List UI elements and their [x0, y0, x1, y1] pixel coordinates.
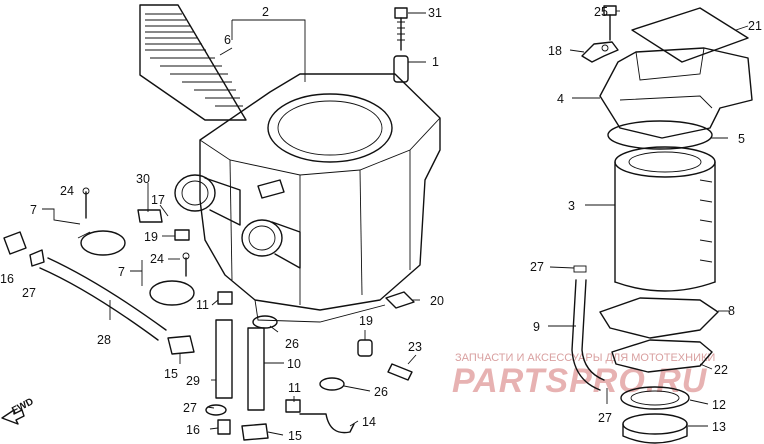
tube-10	[247, 327, 265, 411]
callout-16b: 16	[186, 423, 200, 437]
clip-27b	[205, 404, 227, 416]
bolt-24a	[82, 187, 90, 219]
tube-9	[571, 265, 605, 391]
callout-28: 28	[97, 333, 111, 347]
plug-19b	[357, 339, 373, 357]
cap-16b	[217, 419, 231, 435]
ring-12	[620, 386, 690, 410]
air-cleaner-case	[174, 73, 441, 323]
callout-9: 9	[533, 320, 540, 334]
callout-22: 22	[714, 363, 728, 377]
callout-27c: 27	[183, 401, 197, 415]
bolt-24b	[182, 252, 190, 277]
clip-18	[581, 41, 619, 63]
callout-11b: 11	[288, 381, 301, 395]
clamp-11a	[217, 291, 233, 305]
callout-27a: 27	[22, 286, 36, 300]
plate-22	[611, 339, 713, 373]
screw-23	[387, 363, 413, 381]
grommet-20	[385, 291, 415, 309]
callout-7a: 7	[30, 203, 37, 217]
cap-13	[622, 413, 688, 444]
callout-6: 6	[224, 33, 231, 47]
callout-24b: 24	[150, 252, 164, 266]
clip-30	[137, 209, 163, 223]
band-7a	[77, 230, 126, 256]
callout-15a: 15	[164, 367, 178, 381]
air-guide-plate	[139, 4, 247, 121]
callout-23: 23	[408, 340, 422, 354]
callout-26b: 26	[374, 385, 388, 399]
seal-ring-5	[607, 120, 713, 150]
hose-28	[39, 257, 167, 341]
callout-12: 12	[712, 398, 726, 412]
callout-21: 21	[748, 19, 762, 33]
filter-cover-4	[599, 47, 753, 139]
callout-27b: 27	[530, 260, 544, 274]
callout-20: 20	[430, 294, 444, 308]
callout-31: 31	[428, 6, 442, 20]
clip-27a	[29, 249, 45, 267]
plug-19a	[174, 229, 190, 241]
callout-19a: 19	[144, 230, 158, 244]
watermark-caption: ЗАПЧАСТИ И АКСЕССУАРЫ ДЛЯ МОТОТЕХНИКИ	[455, 352, 715, 364]
bolt-31	[394, 7, 408, 51]
callout-19b: 19	[359, 314, 373, 328]
seal-sheet-21	[631, 7, 749, 63]
callout-11a: 11	[196, 298, 209, 312]
clamp-15a	[167, 335, 195, 355]
callout-7b: 7	[118, 265, 125, 279]
leader-lines	[42, 10, 749, 436]
tube-29	[215, 319, 233, 399]
hose-14	[299, 413, 355, 434]
callout-18: 18	[548, 44, 562, 58]
callout-29: 29	[186, 374, 200, 388]
callout-27d: 27	[598, 411, 612, 425]
band-7b	[149, 280, 195, 306]
bolt-25	[603, 5, 617, 41]
plate-8	[599, 297, 719, 339]
callout-25: 25	[594, 5, 608, 19]
clamp-11b	[285, 399, 301, 413]
callout-16a: 16	[0, 272, 14, 286]
callout-3: 3	[568, 199, 575, 213]
clamp-15b	[241, 423, 269, 441]
callout-1: 1	[432, 55, 439, 69]
cap-16a	[3, 231, 27, 255]
callout-labels: 2 31 6 1 25 21 18 4 5 3 30 17 24 7 19 16…	[0, 5, 762, 443]
callout-13: 13	[712, 420, 726, 434]
callout-17: 17	[151, 193, 165, 207]
callout-10: 10	[287, 357, 301, 371]
callout-2: 2	[262, 5, 269, 19]
clip-26a	[252, 315, 278, 329]
callout-8: 8	[728, 304, 735, 318]
callout-26a: 26	[285, 337, 299, 351]
callout-5: 5	[738, 132, 745, 146]
callout-15b: 15	[288, 429, 302, 443]
forward-arrow: FWD	[1, 396, 36, 425]
collar-1	[393, 55, 409, 83]
callout-14: 14	[362, 415, 376, 429]
callout-4: 4	[557, 92, 564, 106]
watermark: ЗАПЧАСТИ И АКСЕССУАРЫ ДЛЯ МОТОТЕХНИКИ PA…	[452, 352, 715, 400]
clip-26b	[319, 377, 345, 391]
filter-element-3	[614, 146, 716, 292]
callout-30: 30	[136, 172, 150, 186]
watermark-brand: PARTSPRO.RU	[452, 362, 708, 400]
callout-24a: 24	[60, 184, 74, 198]
